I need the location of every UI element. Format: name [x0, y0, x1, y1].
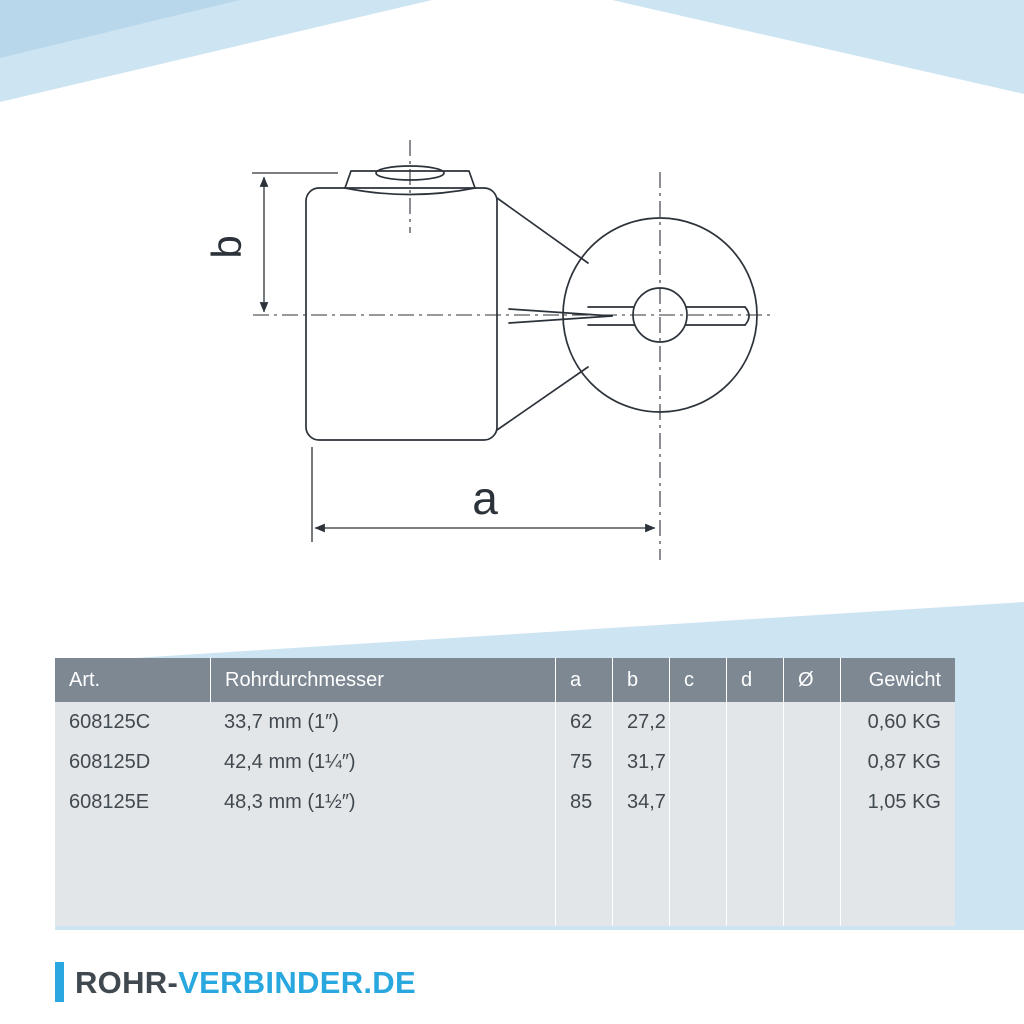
clamp-arm-bottom	[496, 366, 589, 431]
cell-b: 34,7	[612, 782, 669, 822]
logo-suffix: VERBINDER.DE	[178, 964, 416, 1000]
header-c: c	[669, 658, 726, 702]
center-lines	[253, 140, 772, 560]
cell-rohrdurchmesser: 42,4 mm (1¼″)	[224, 750, 356, 773]
cell-c	[669, 702, 726, 742]
clamp-slit-bottom	[508, 315, 613, 324]
spec-table: Art. Rohrdurchmesser a b c d Ø Gewicht 6…	[55, 658, 955, 926]
collar-rim-arc	[344, 187, 476, 196]
cell-gewicht: 0,60 KG	[840, 702, 955, 742]
cell-gewicht: 0,87 KG	[840, 742, 955, 782]
cell-b: 27,2	[612, 702, 669, 742]
technical-drawing: a b	[203, 140, 772, 560]
dimension-lines	[252, 172, 656, 542]
cell-gewicht: 1,05 KG	[840, 782, 955, 822]
cell-d	[726, 742, 783, 782]
header-a: a	[555, 658, 612, 702]
connector-body	[305, 165, 758, 441]
bg-wedge-top-left-inner	[0, 0, 240, 58]
ring-slot-end	[744, 306, 750, 326]
header-diameter: Ø	[783, 658, 840, 702]
header-d: d	[726, 658, 783, 702]
cell-d	[726, 782, 783, 822]
bg-wedge-top-right	[612, 0, 1024, 94]
header-b: b	[612, 658, 669, 702]
cell-diameter	[783, 702, 840, 742]
cell-art: 608125C	[69, 710, 151, 733]
dim-label-b: b	[203, 235, 250, 258]
cell-art: 608125D	[69, 750, 151, 773]
cell-c	[669, 782, 726, 822]
cell-c	[669, 742, 726, 782]
cell-a: 85	[555, 782, 612, 822]
logo-text: ROHR-VERBINDER.DE	[75, 967, 416, 998]
cell-d	[726, 702, 783, 742]
brand-logo[interactable]: ROHR-VERBINDER.DE	[55, 962, 416, 1002]
clamp-arm-top	[496, 197, 589, 264]
dim-label-a: a	[472, 472, 498, 524]
cell-a: 75	[555, 742, 612, 782]
cell-diameter	[783, 782, 840, 822]
cell-rohrdurchmesser: 33,7 mm (1″)	[224, 710, 339, 733]
logo-bar	[55, 962, 64, 1002]
logo-prefix: ROHR-	[75, 964, 179, 1000]
cell-b: 31,7	[612, 742, 669, 782]
cell-a: 62	[555, 702, 612, 742]
cell-rohrdurchmesser: 48,3 mm (1½″)	[224, 790, 356, 813]
header-gewicht: Gewicht	[840, 658, 955, 702]
cell-diameter	[783, 742, 840, 782]
cell-art: 608125E	[69, 790, 150, 813]
header-art: Art.	[55, 658, 210, 702]
header-rohrdurchmesser: Rohrdurchmesser	[210, 658, 555, 702]
cylinder-body	[305, 187, 498, 441]
